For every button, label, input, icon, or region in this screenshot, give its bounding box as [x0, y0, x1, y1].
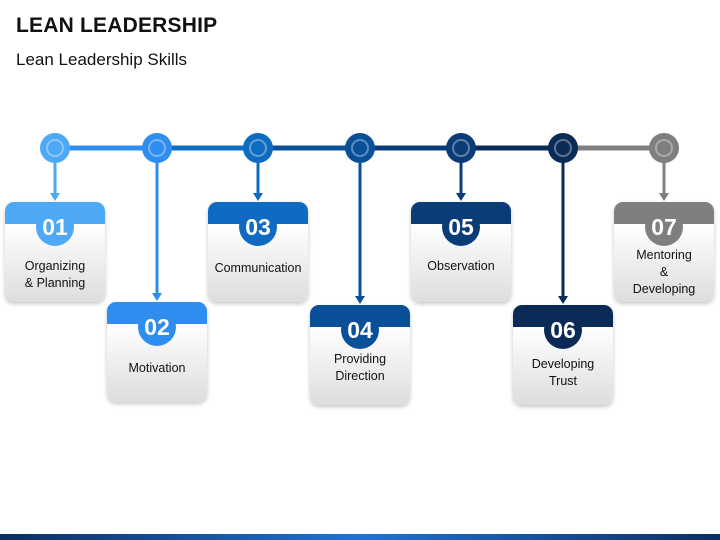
- timeline-node-inner: [351, 139, 369, 157]
- step-label: Organizing & Planning: [24, 259, 86, 290]
- slide-subtitle: Lean Leadership Skills: [16, 50, 188, 69]
- arrow-head: [355, 296, 365, 304]
- arrow-head: [558, 296, 568, 304]
- arrow-head: [50, 193, 60, 201]
- arrow-head: [152, 293, 162, 301]
- footer-bar: [0, 534, 720, 540]
- timeline-node-inner: [554, 139, 572, 157]
- timeline-node-inner: [46, 139, 64, 157]
- step-number: 04: [341, 311, 379, 349]
- step-label: Providing Direction: [333, 352, 387, 383]
- arrow-head: [253, 193, 263, 201]
- timeline-node-inner: [249, 139, 267, 157]
- step-number: 02: [138, 308, 176, 346]
- slide-title: LEAN LEADERSHIP: [16, 14, 218, 37]
- step-label: Communication: [214, 261, 302, 275]
- step-label: Observation: [427, 259, 495, 273]
- arrow-head: [456, 193, 466, 201]
- step-number: 01: [36, 208, 74, 246]
- step-number: 07: [645, 208, 683, 246]
- step-number: 03: [239, 208, 277, 246]
- arrow-head: [659, 193, 669, 201]
- step-number: 06: [544, 311, 582, 349]
- step-label: Developing Trust: [531, 357, 595, 388]
- timeline-node-inner: [452, 139, 470, 157]
- step-label: Motivation: [128, 361, 186, 375]
- timeline-node-inner: [655, 139, 673, 157]
- step-number: 05: [442, 208, 480, 246]
- timeline-node-inner: [148, 139, 166, 157]
- step-label: Mentoring & Developing: [632, 248, 696, 296]
